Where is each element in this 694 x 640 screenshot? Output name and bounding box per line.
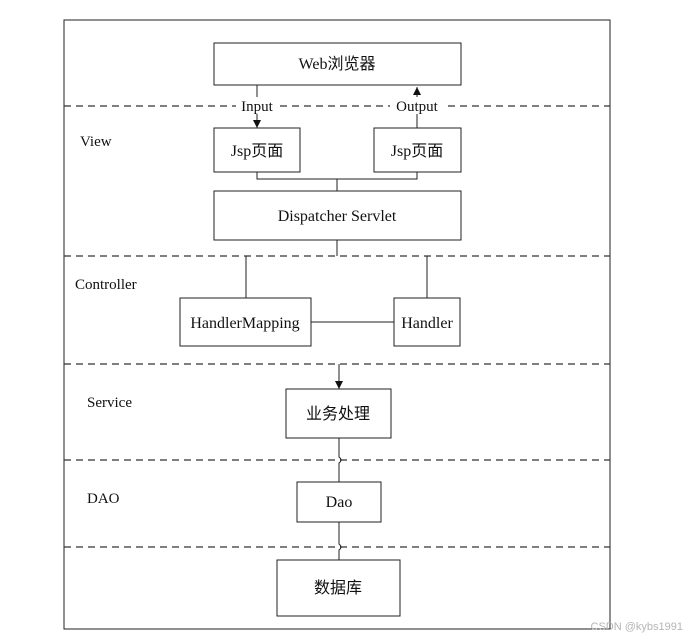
jsp-to-dispatcher-connector bbox=[256, 172, 418, 191]
layer-label-dao: DAO bbox=[87, 491, 120, 507]
jsp-page-left-label: Jsp页面 bbox=[231, 143, 283, 160]
dispatcher-servlet-label: Dispatcher Servlet bbox=[278, 208, 397, 225]
dao-to-database-connector bbox=[338, 522, 342, 560]
output-label-bg bbox=[390, 97, 444, 114]
outer-frame bbox=[63, 19, 611, 630]
dispatcher-servlet-node: Dispatcher Servlet bbox=[213, 190, 462, 241]
business-processing-label: 业务处理 bbox=[306, 405, 370, 423]
jsp-page-right-node: Jsp页面 bbox=[373, 127, 462, 173]
browser-label: Web浏览器 bbox=[299, 55, 376, 73]
watermark: CSDN @kybs1991 bbox=[591, 621, 683, 633]
dao-node: Dao bbox=[296, 481, 382, 523]
handler-mapping-node: HandlerMapping bbox=[179, 297, 312, 347]
database-label: 数据库 bbox=[314, 579, 362, 597]
service-to-dao-connector bbox=[338, 438, 342, 482]
dispatcher-to-controller-connector bbox=[245, 240, 428, 298]
handler-label: Handler bbox=[401, 315, 453, 332]
input-label: Input bbox=[241, 99, 273, 115]
dao-label: Dao bbox=[326, 494, 353, 511]
handler-mapping-label: HandlerMapping bbox=[190, 315, 299, 332]
jsp-page-left-node: Jsp页面 bbox=[213, 127, 301, 173]
layer-label-service: Service bbox=[87, 395, 132, 411]
layer-label-controller: Controller bbox=[75, 277, 137, 293]
input-label-bg bbox=[236, 97, 278, 114]
business-processing-node: 业务处理 bbox=[285, 388, 392, 439]
jsp-page-right-label: Jsp页面 bbox=[391, 143, 443, 160]
handler-node: Handler bbox=[393, 297, 461, 347]
output-label: Output bbox=[396, 99, 439, 115]
browser-node: Web浏览器 bbox=[213, 42, 462, 86]
database-node: 数据库 bbox=[276, 559, 401, 617]
layer-label-view: View bbox=[80, 134, 112, 150]
